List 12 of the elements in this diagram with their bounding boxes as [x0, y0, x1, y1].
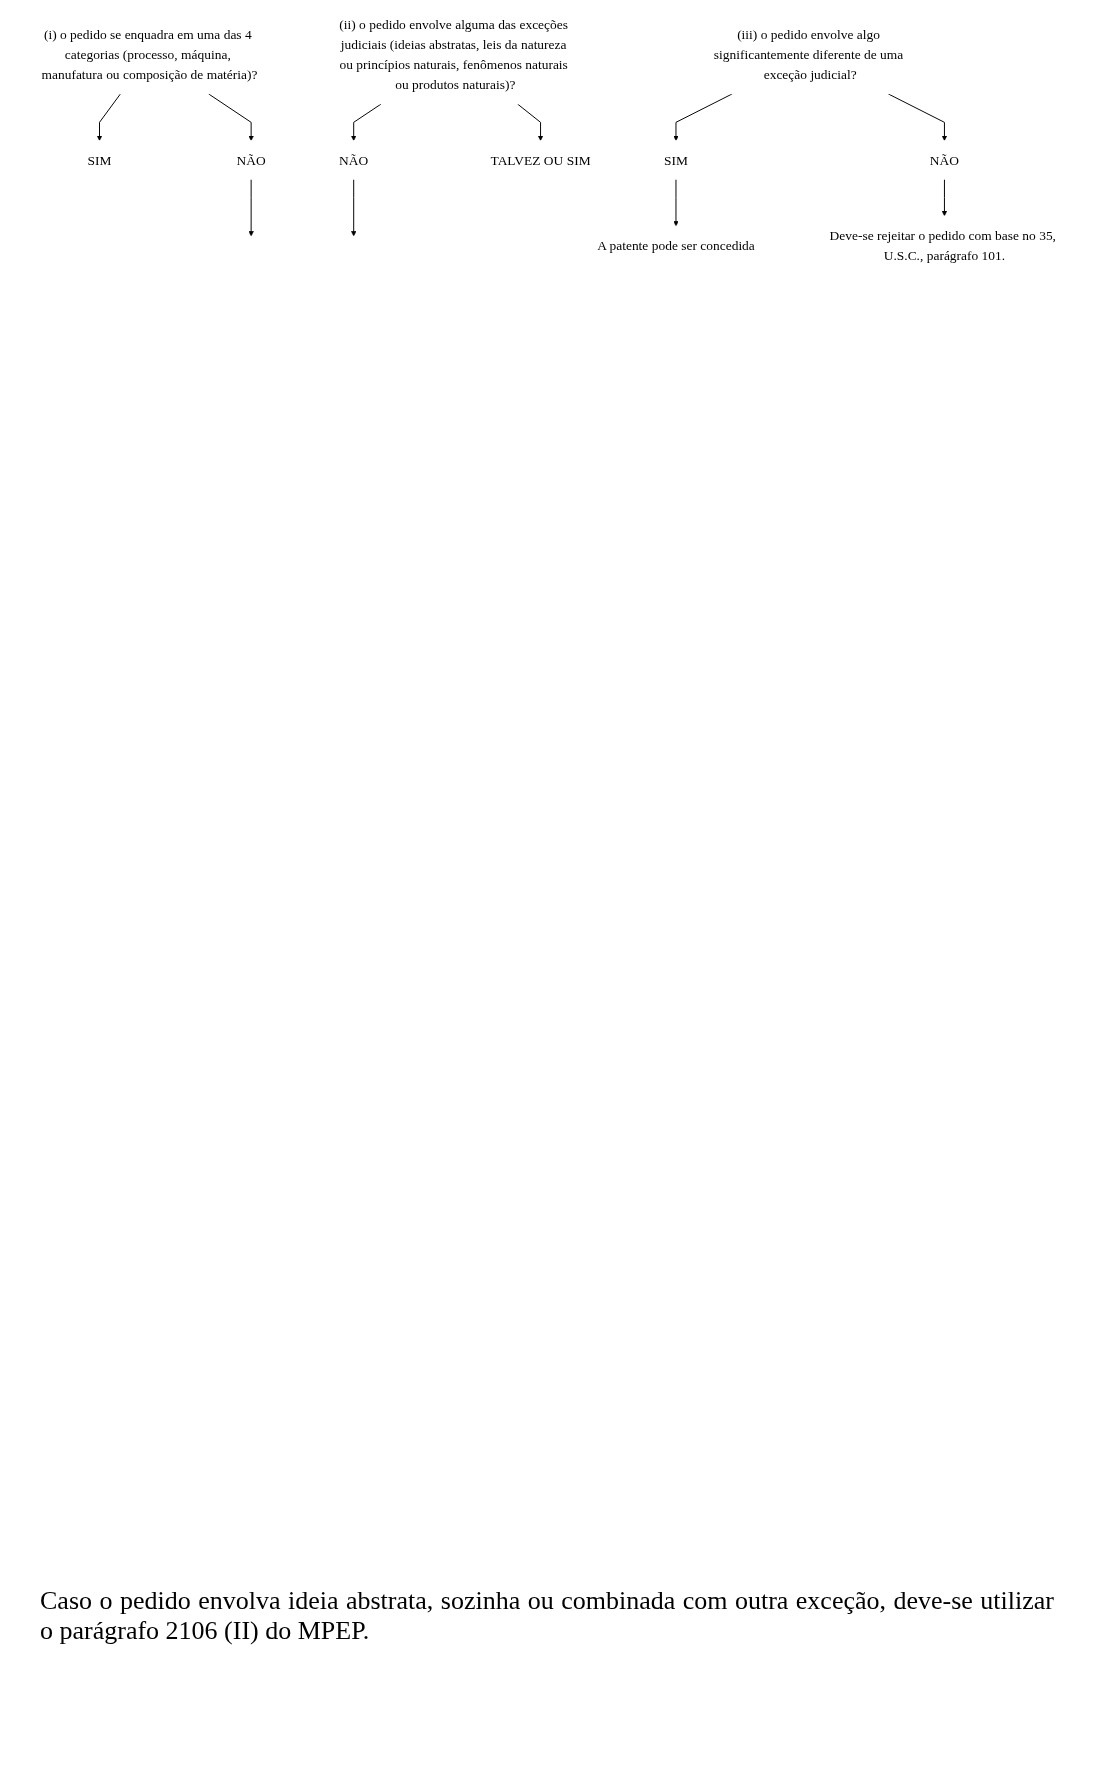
node-text: TALVEZ OU SIM: [490, 152, 591, 168]
node-text: SIM: [664, 152, 688, 168]
note-text: Caso o pedido envolva ideia abstrata, sozinha ou combinada com outra exceção, deve-se utilizar o parágrafo 2106 (II) do MPEP.: [40, 1586, 1054, 1646]
node-text: NÃO: [236, 152, 266, 168]
node-text: NÃO: [339, 152, 369, 168]
node-text: NÃO: [929, 152, 960, 168]
node-text: (ii) o pedido envolve alguma das exceções judiciais (ideias abstratas, leis da natureza ou princípios naturais, fenômenos naturais ou produtos naturais)?: [339, 16, 569, 93]
node-text: (i) o pedido se enquadra em uma das 4 categorias (processo, máquina, manufatura ou composição de matéria)?: [41, 26, 258, 83]
node-text: Deve-se rejeitar o pedido com base no 35, U.S.C., parágrafo 101.: [829, 227, 1057, 264]
node-text: (iii) o pedido envolve algo significantemente diferente de uma exceção judicial?: [713, 26, 904, 83]
node-text: SIM: [87, 152, 112, 168]
node-text: A patente pode ser concedida: [597, 237, 755, 253]
